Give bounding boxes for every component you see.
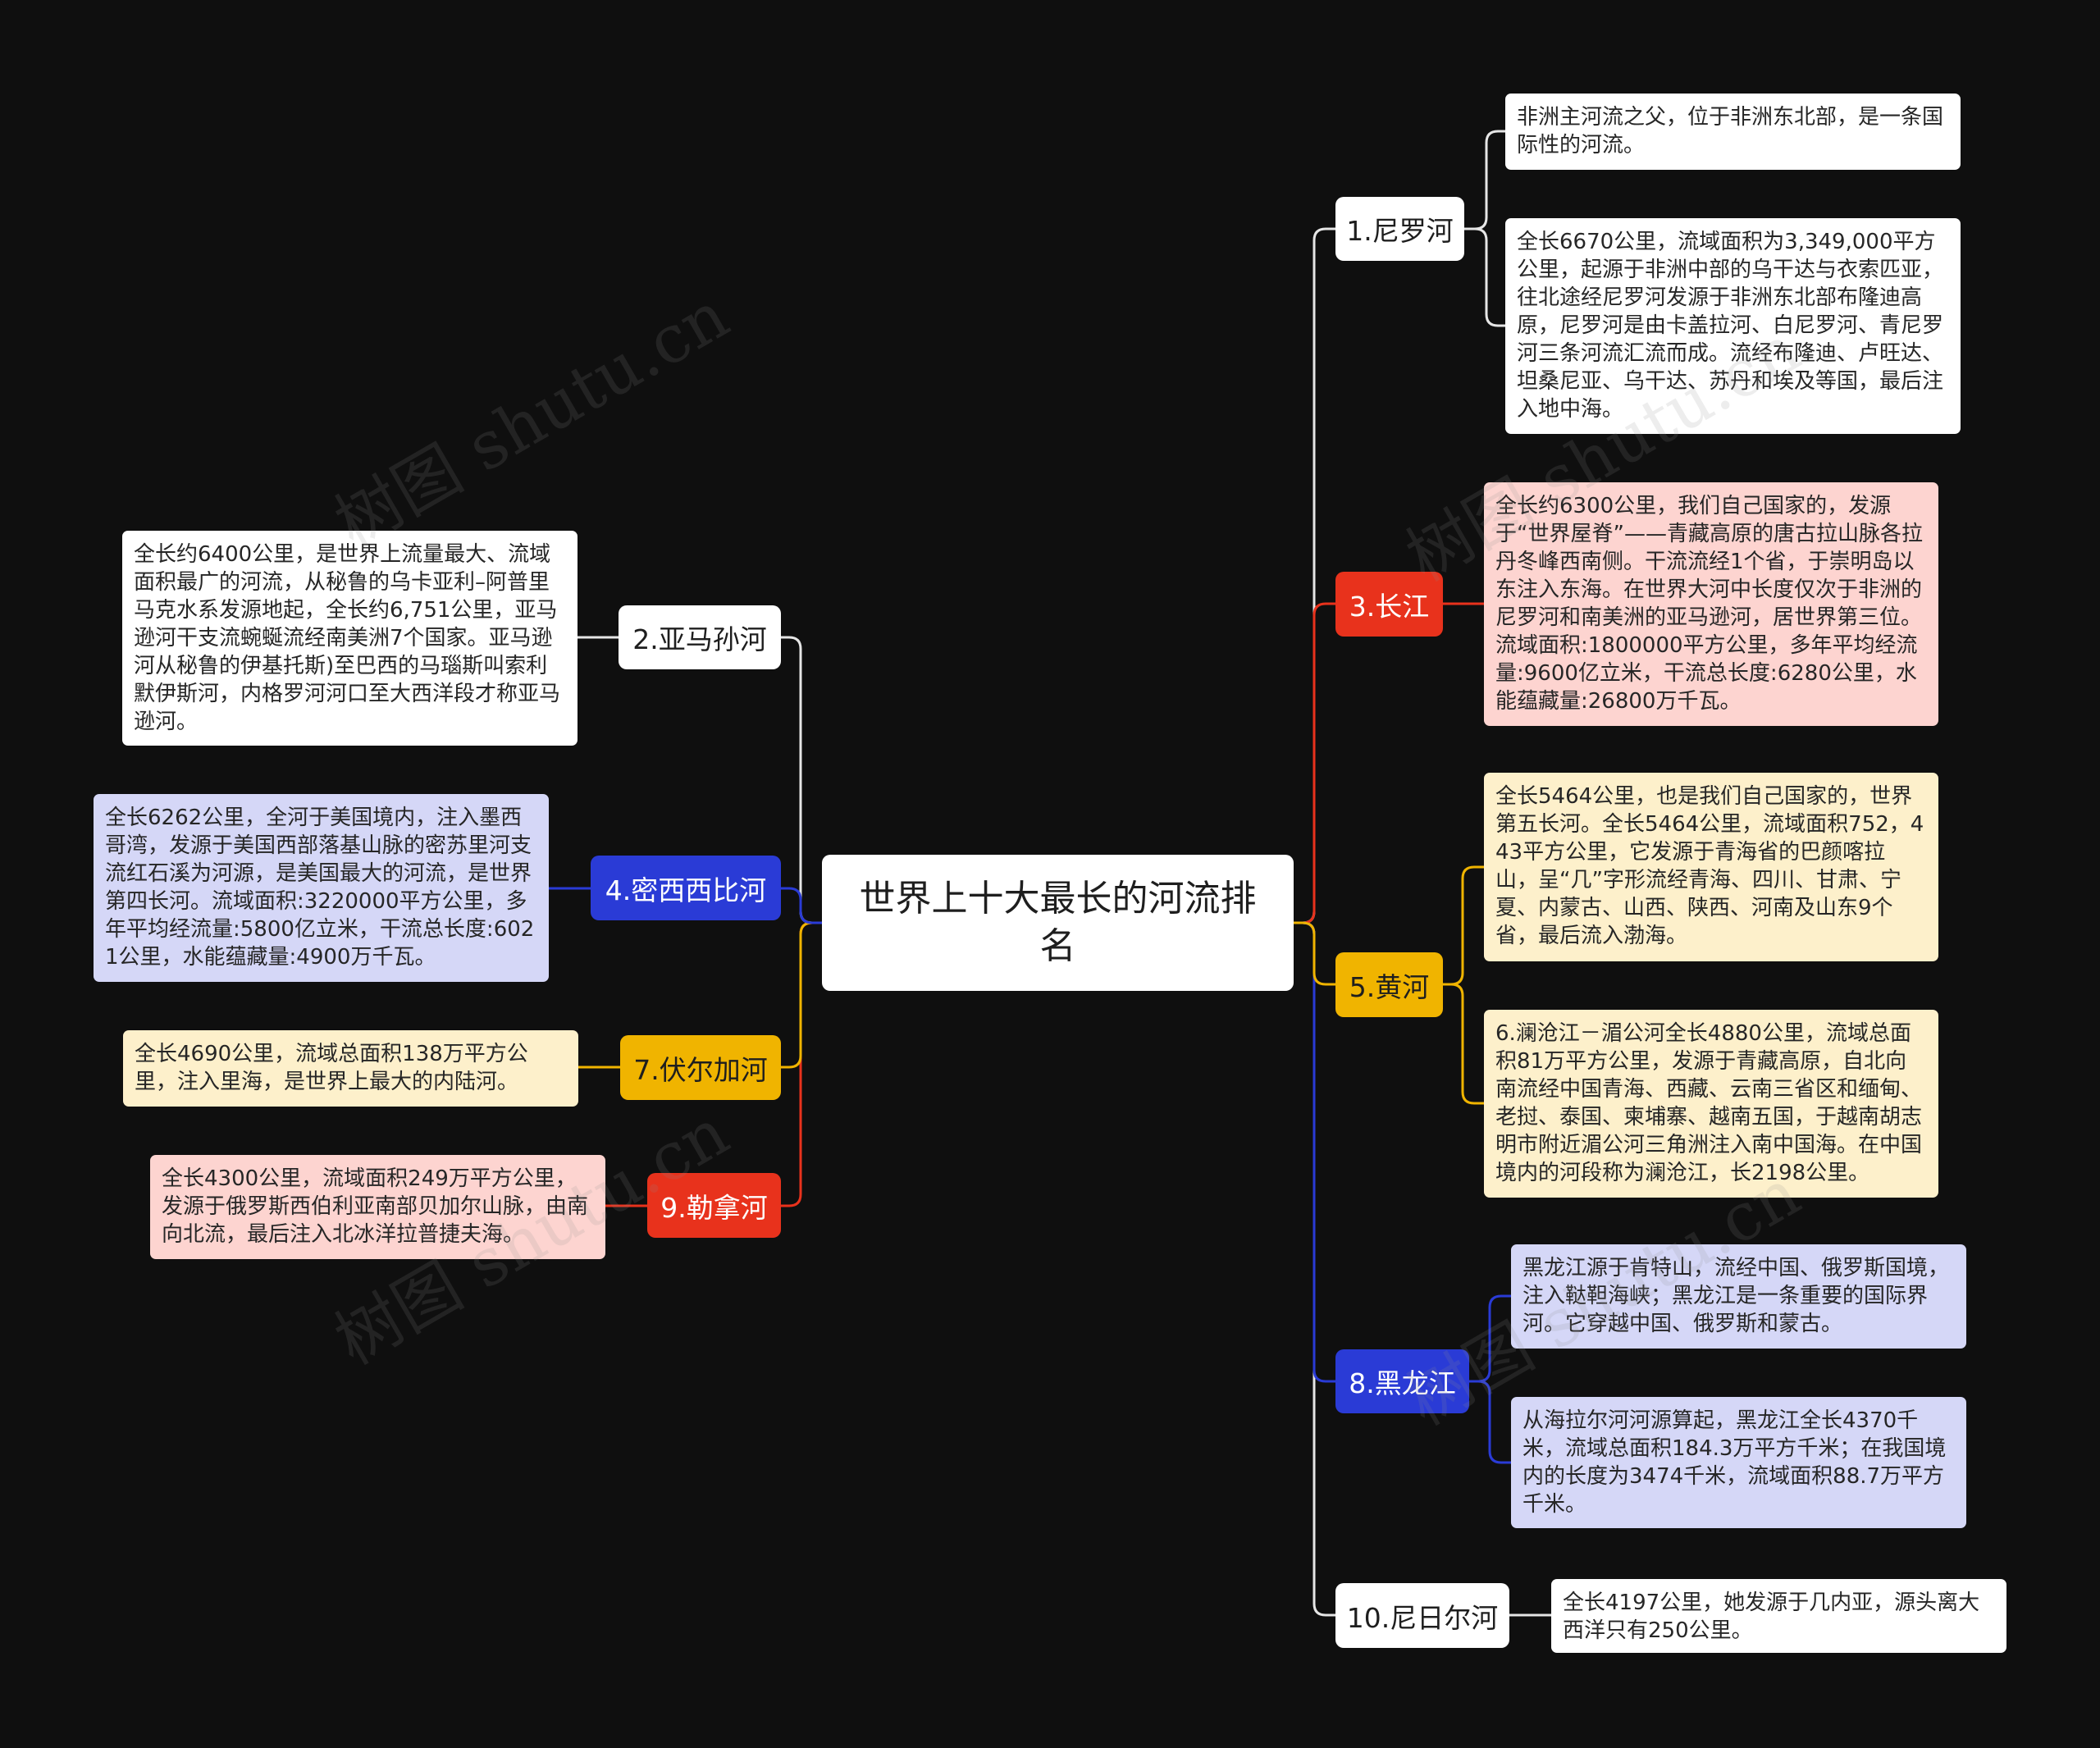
note-nile-summary[interactable]: 非洲主河流之父，位于非洲东北部，是一条国际性的河流。 <box>1505 94 1961 170</box>
connector-nile-note-2 <box>1463 227 1507 327</box>
connector-yangtze <box>1292 602 1337 924</box>
connector-amur-note-1 <box>1468 1294 1513 1383</box>
connector-amur <box>1292 921 1337 1383</box>
note-volga-details[interactable]: 全长4690公里，流域总面积138万平方公里，注入里海，是世界上最大的内陆河。 <box>123 1030 578 1107</box>
note-yangtze-details[interactable]: 全长约6300公里，我们自己国家的，发源于“世界屋脊”——青藏高原的唐古拉山脉各… <box>1484 482 1938 726</box>
branch-niger[interactable]: 10.尼日尔河 <box>1335 1583 1509 1648</box>
branch-yangtze[interactable]: 3.长江 <box>1335 572 1443 637</box>
note-amur-details[interactable]: 从海拉尔河河源算起，黑龙江全长4370千米，流域总面积184.3万平方千米；在我… <box>1511 1397 1966 1528</box>
connector-yellow-river-note-2 <box>1441 983 1486 1105</box>
branch-volga[interactable]: 7.伏尔加河 <box>620 1035 781 1100</box>
connector-mississippi <box>779 887 824 924</box>
branch-yellow-river[interactable]: 5.黄河 <box>1335 952 1443 1017</box>
note-lancang-mekong-details[interactable]: 6.澜沧江－湄公河全长4880公里，流域总面积81万平方公里，发源于青藏高原，自… <box>1484 1010 1938 1198</box>
note-amazon-details[interactable]: 全长约6400公里，是世界上流量最大、流域面积最广的河流，从秘鲁的乌卡亚利–阿普… <box>122 531 578 746</box>
note-mississippi-details[interactable]: 全长6262公里，全河于美国境内，注入墨西哥湾，发源于美国西部落基山脉的密苏里河… <box>94 794 549 982</box>
note-lena-details[interactable]: 全长4300公里，流域面积249万平方公里，发源于俄罗斯西伯利亚南部贝加尔山脉，… <box>150 1155 605 1259</box>
connector-yellow-river <box>1292 921 1337 986</box>
central-topic[interactable]: 世界上十大最长的河流排名 <box>822 855 1294 991</box>
branch-amazon[interactable]: 2.亚马孙河 <box>619 605 781 669</box>
note-nile-details[interactable]: 全长6670公里，流域面积为3,349,000平方公里，起源于非洲中部的乌干达与… <box>1505 218 1961 434</box>
note-amur-summary[interactable]: 黑龙江源于肯特山，流经中国、俄罗斯国境，注入鞑靼海峡；黑龙江是一条重要的国际界河… <box>1511 1244 1966 1349</box>
branch-amur[interactable]: 8.黑龙江 <box>1335 1349 1469 1413</box>
branch-nile[interactable]: 1.尼罗河 <box>1335 197 1464 261</box>
connector-amazon <box>779 636 824 924</box>
note-yellow-river-details[interactable]: 全长5464公里，也是我们自己国家的，世界第五长河。全长5464公里，流域面积7… <box>1484 773 1938 961</box>
note-niger-details[interactable]: 全长4197公里，她发源于几内亚，源头离大西洋只有250公里。 <box>1551 1579 2006 1653</box>
connector-yellow-river-note-1 <box>1441 865 1486 986</box>
connector-volga <box>779 921 824 1069</box>
branch-mississippi[interactable]: 4.密西西比河 <box>591 856 781 920</box>
connector-nile-note-1 <box>1463 130 1507 230</box>
branch-lena[interactable]: 9.勒拿河 <box>647 1173 781 1238</box>
connector-amur-note-2 <box>1468 1380 1513 1464</box>
